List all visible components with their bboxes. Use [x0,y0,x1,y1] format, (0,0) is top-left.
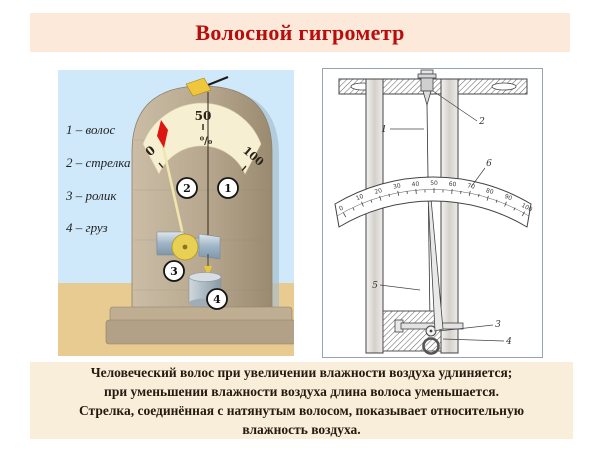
dial-percent-sign: ⁰/₀ [200,136,213,147]
part-label-weight: 4 [505,337,512,347]
svg-text:1: 1 [224,182,232,195]
svg-text:80: 80 [485,187,494,196]
roller-hub [182,244,188,250]
callout-1: 1 [217,177,239,199]
adjusting-screw [417,69,437,107]
svg-text:3: 3 [170,265,178,278]
left-column [365,78,384,354]
callout-3: 3 [163,260,185,282]
hygrometer-illustration-svg: 0 50 100 ⁰/₀ [58,70,294,356]
needle-red-tip [157,120,168,148]
part-label-scale: 6 [486,159,492,169]
anchor-tag [185,77,212,97]
legend-item-weight: 4 – груз [66,220,108,235]
svg-text:4: 4 [213,293,221,306]
hygrometer-illustration: 0 50 100 ⁰/₀ [58,70,294,356]
scale-numbers: 0 10 20 30 40 50 60 70 80 90 100 [338,180,534,214]
caption-box: Человеческий волос при увеличении влажно… [30,362,573,439]
svg-text:60: 60 [448,181,456,189]
leader-lines [379,90,505,342]
svg-text:50: 50 [430,180,438,187]
svg-text:10: 10 [355,193,365,202]
callout-4: 4 [206,288,228,310]
part-label-hair: 1 [381,125,387,135]
part-label-screw: 2 [478,117,485,127]
base-lower-slab [105,319,294,345]
caption-line-2: при уменьшении влажности воздуха длина в… [104,383,499,399]
part-label-pointer: 5 [372,281,378,291]
caption-line-4: влажность воздуха. [242,421,361,437]
dial-face [142,102,262,175]
title-bar: Волосной гигрометр [30,13,570,52]
right-column [440,78,459,354]
svg-text:90: 90 [503,193,513,202]
legend-item-roller: 3 – ролик [66,188,117,203]
needle-shaft [160,141,187,245]
callout-2: 2 [176,177,198,199]
arc-scale [334,176,532,228]
page-title: Волосной гигрометр [195,19,405,45]
hanging-ring [422,337,440,355]
svg-text:0: 0 [338,205,345,213]
technical-drawing-svg: 0 10 20 30 40 50 60 70 80 90 100 [334,69,534,355]
svg-text:40: 40 [411,181,419,189]
part-label-axle: 3 [495,320,501,330]
caption-line-3: Стрелка, соединённая с натянутым волосом… [78,402,525,418]
crossbar-slot-right [491,82,517,91]
dial-label-50: 50 [195,109,212,123]
svg-text:100: 100 [520,202,534,214]
pivot-center [429,329,433,333]
svg-text:2: 2 [183,182,191,195]
roller-right-wing [198,233,221,260]
caption-line-1: Человеческий волос при увеличении влажно… [90,364,513,380]
dial-ticks [158,124,247,172]
svg-text:20: 20 [374,187,383,196]
weight-arrow [204,266,212,276]
legend-item-hair: 1 – волос [66,122,116,137]
scale-tick-marks [343,188,525,218]
hygrometer-technical-drawing: 0 10 20 30 40 50 60 70 80 90 100 [322,68,543,358]
legend-item-pointer: 2 – стрелка [66,155,131,170]
weight-top [188,272,222,282]
svg-text:30: 30 [392,182,401,190]
